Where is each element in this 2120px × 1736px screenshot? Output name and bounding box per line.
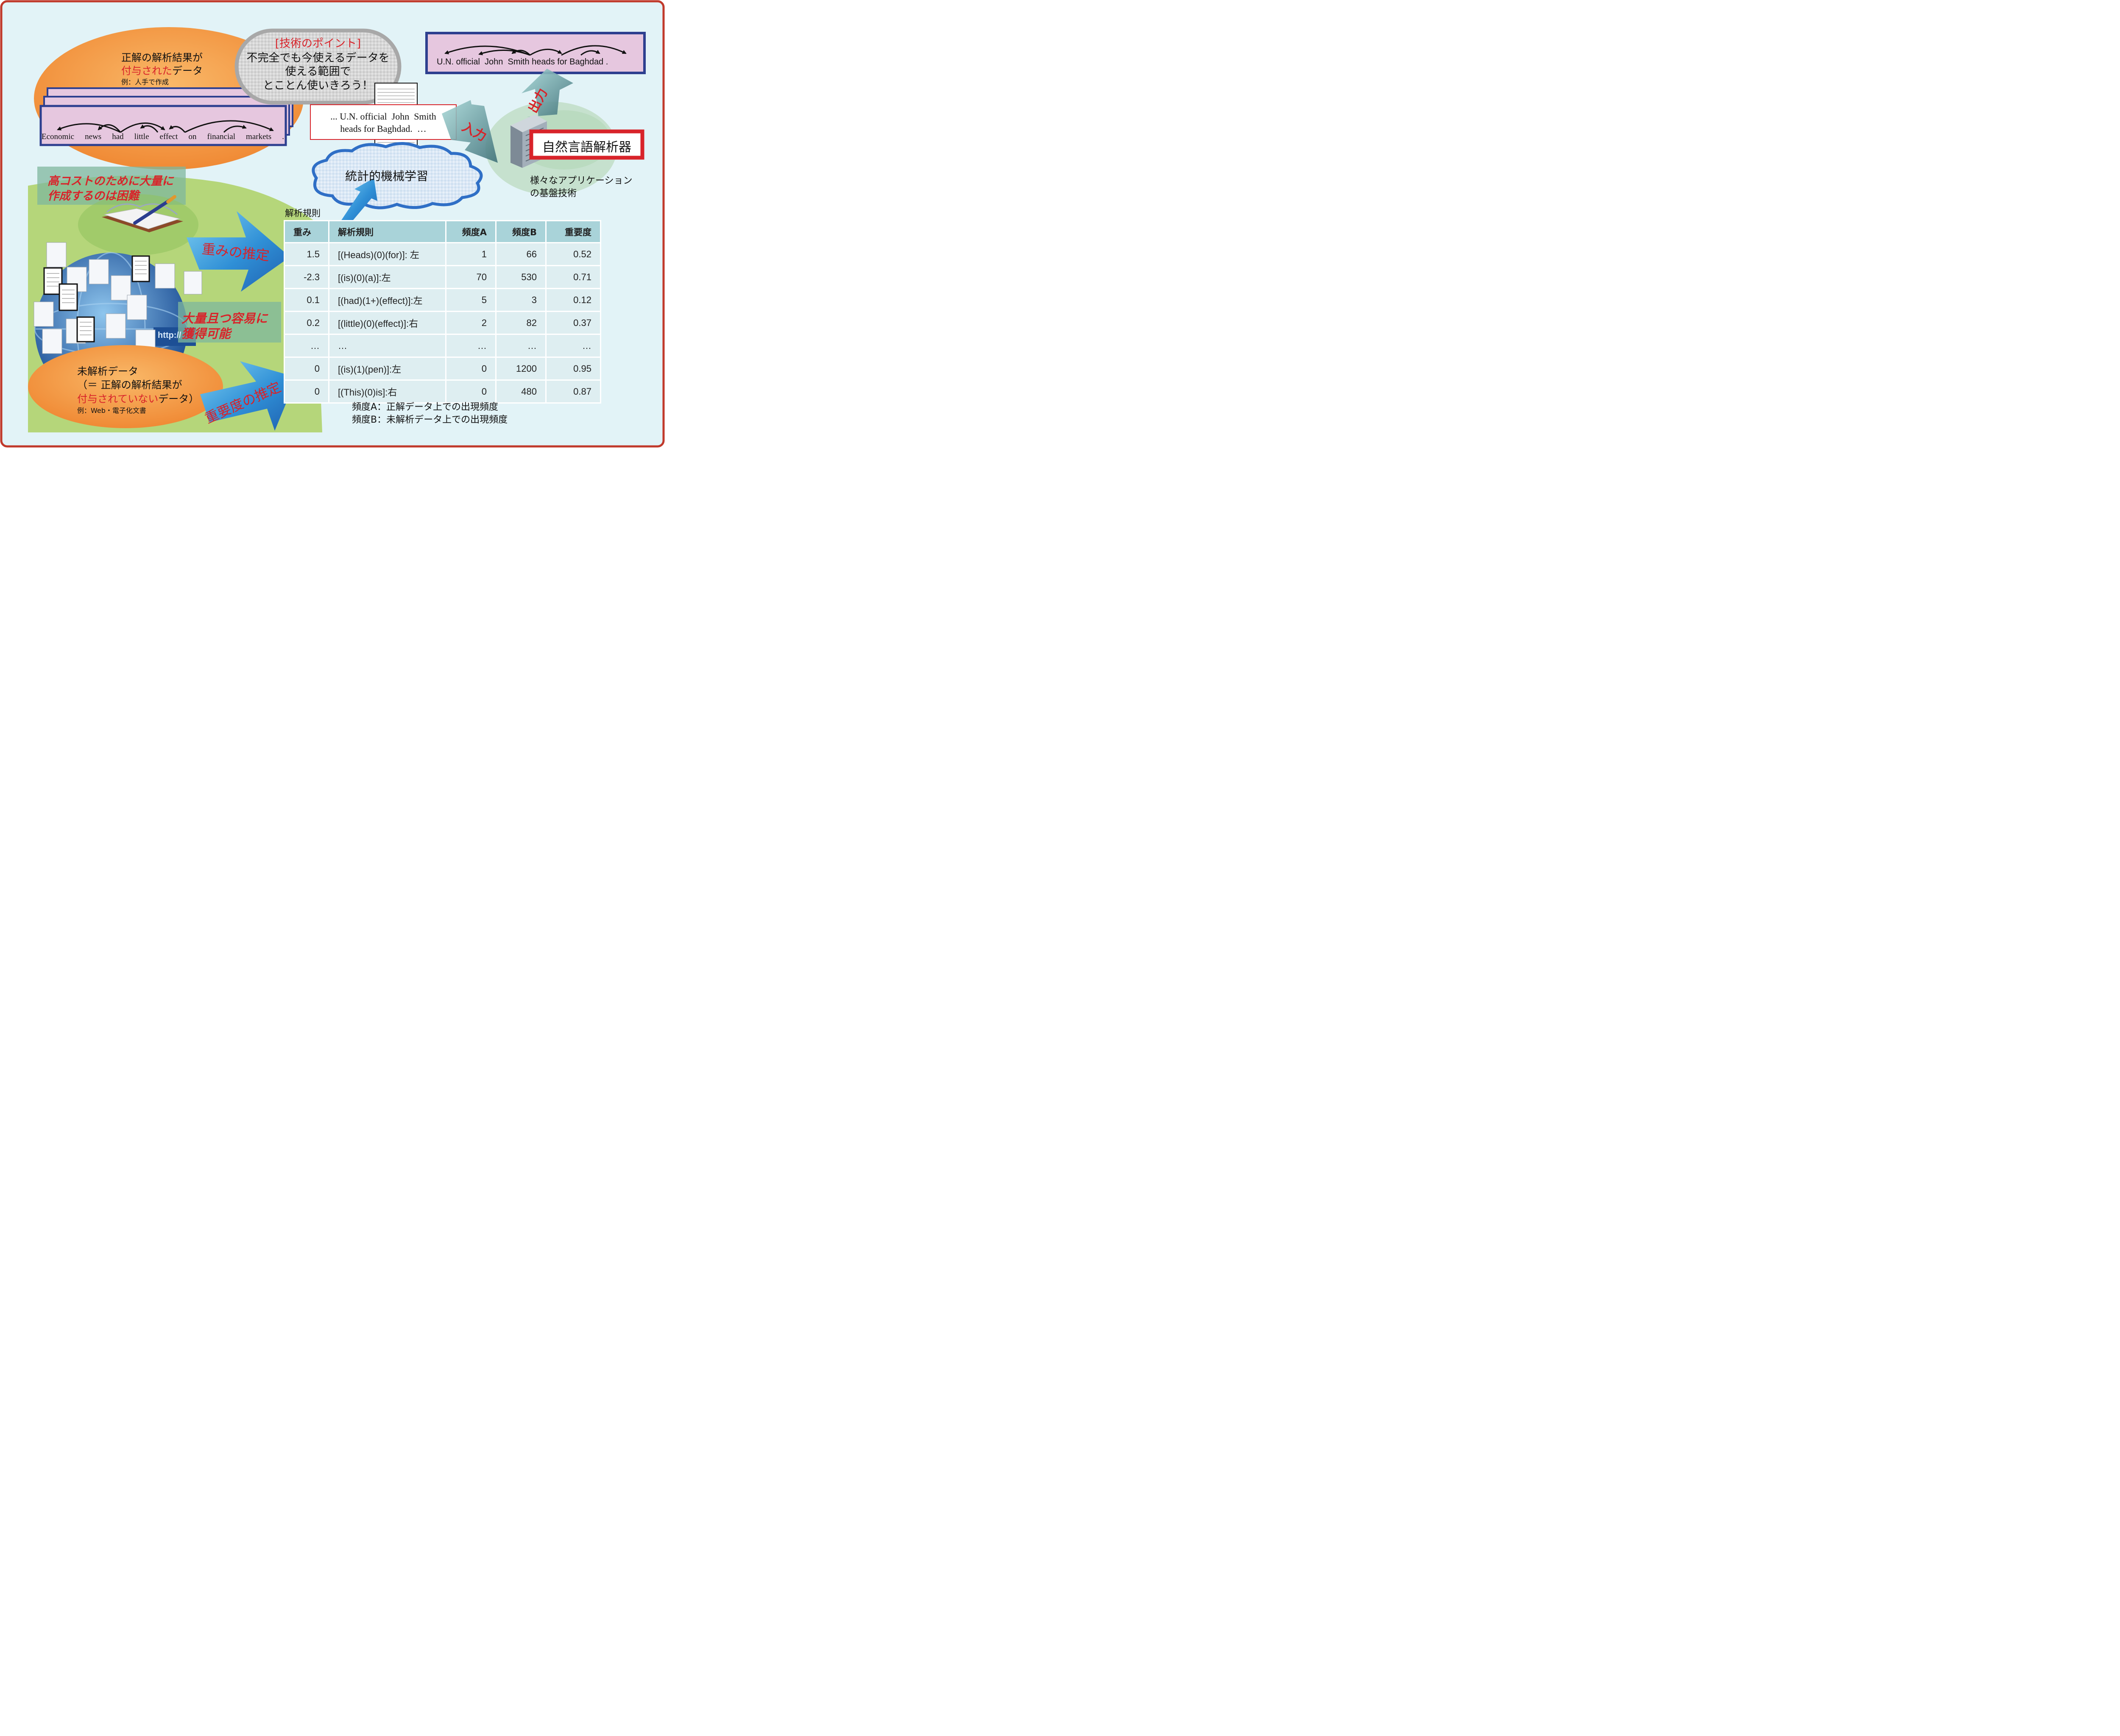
annotated-data-example: 例：人手で作成 [121, 78, 169, 86]
legend-freq-b: 頻度B：未解析データ上での出現頻度 [352, 415, 508, 425]
cell-weight: 0 [284, 379, 329, 404]
annotated-data-word: データ [172, 65, 203, 77]
web-globe-label: http:// [158, 331, 181, 340]
cell-importance: 0.71 [545, 265, 601, 289]
sentence-word: Economic [42, 132, 75, 141]
annotated-data-line1: 正解の解析結果が [121, 52, 203, 64]
cell-freq-a: … [445, 334, 497, 358]
parser-caption-line1: 様々なアプリケーション [530, 176, 633, 186]
cell-freq-a: 0 [445, 357, 497, 381]
technique-point-line3: とことん使いきろう！ [262, 79, 373, 92]
annotated-data-line2: 付与されたデータ [121, 62, 203, 77]
table-row: 1.5 [(Heads)(0)(for)]: 左 1 66 0.52 [284, 242, 601, 266]
unannotated-data-line3: 付与されていないデータ） [77, 390, 199, 405]
easy-note-line2: 獲得可能 [181, 326, 231, 341]
table-row: … … … … … [284, 334, 601, 358]
cell-importance: … [545, 334, 601, 358]
cell-freq-b: 1200 [495, 357, 547, 381]
cell-freq-b: 3 [495, 288, 547, 312]
column-header-freq-a: 頻度A [445, 220, 497, 243]
cell-freq-b: … [495, 334, 547, 358]
sentence-word: little [134, 132, 149, 141]
cell-importance: 0.37 [545, 311, 601, 335]
rules-table-header-row: 重み 解析規則 頻度A 頻度B 重要度 [284, 220, 601, 243]
sentence-word: news [85, 132, 102, 141]
parser-caption-line2: の基盤技術 [530, 188, 577, 199]
cell-rule: [(had)(1+)(effect)]:左 [328, 288, 446, 312]
sentence-word: financial [207, 132, 235, 141]
cell-freq-b: 82 [495, 311, 547, 335]
rules-table-caption: 解析規則 [285, 208, 321, 218]
cell-freq-b: 480 [495, 379, 547, 404]
table-row: 0.1 [(had)(1+)(effect)]:左 5 3 0.12 [284, 288, 601, 312]
cell-importance: 0.12 [545, 288, 601, 312]
column-header-weight: 重み [284, 220, 329, 243]
column-header-importance: 重要度 [545, 220, 601, 243]
cell-freq-a: 0 [445, 379, 497, 404]
annotated-sentence: Economic news had little effect on finan… [42, 132, 284, 142]
sentence-word: had [112, 132, 124, 141]
table-row: 0 [(This)(0)is]:右 0 480 0.87 [284, 379, 601, 404]
cell-importance: 0.87 [545, 379, 601, 404]
cell-importance: 0.52 [545, 242, 601, 266]
cell-freq-a: 1 [445, 242, 497, 266]
annotated-data-highlight: 付与された [121, 65, 172, 77]
easy-note-line1: 大量且つ容易に [181, 311, 268, 326]
technique-point-line1: 不完全でも今使えるデータを [246, 52, 390, 64]
parser-label: 自然言語解析器 [542, 140, 631, 155]
technique-point-heading: [技術のポイント] [275, 37, 361, 50]
table-row: -2.3 [(is)(0)(a)]:左 70 530 0.71 [284, 265, 601, 289]
unannotated-data-line1: 未解析データ [77, 365, 138, 377]
input-excerpt-line2: heads for Baghdad. … [340, 123, 427, 134]
sentence-word: markets [246, 132, 272, 141]
technique-point-line2: 使える範囲で [285, 65, 351, 78]
cell-rule: [(is)(1)(pen)]:左 [328, 357, 446, 381]
column-header-rule: 解析規則 [328, 220, 446, 243]
rules-table: 重み 解析規則 頻度A 頻度B 重要度 1.5 [(Heads)(0)(for)… [284, 220, 601, 404]
cell-freq-b: 66 [495, 242, 547, 266]
sentence-word: effect [159, 132, 178, 141]
cell-weight: … [284, 334, 329, 358]
cell-rule: … [328, 334, 446, 358]
diagram-stage: [技術のポイント] 不完全でも今使えるデータを 使える範囲で とことん使いきろう… [0, 0, 665, 448]
input-excerpt-line1: ... U.N. official John Smith [330, 111, 436, 122]
cloud-label: 統計的機械学習 [345, 169, 429, 183]
cell-freq-b: 530 [495, 265, 547, 289]
cost-note-line2: 作成するのは困難 [47, 189, 139, 203]
column-header-freq-b: 頻度B [495, 220, 547, 243]
cell-weight: 0 [284, 357, 329, 381]
cell-freq-a: 5 [445, 288, 497, 312]
cell-weight: 0.2 [284, 311, 329, 335]
cell-importance: 0.95 [545, 357, 601, 381]
unannotated-data-highlight: 付与されていない [77, 393, 159, 405]
cell-weight: 1.5 [284, 242, 329, 266]
cell-weight: 0.1 [284, 288, 329, 312]
sentence-word: . [282, 132, 284, 141]
cell-rule: [(Heads)(0)(for)]: 左 [328, 242, 446, 266]
legend-freq-a: 頻度A：正解データ上での出現頻度 [352, 402, 499, 412]
cell-freq-a: 70 [445, 265, 497, 289]
unannotated-data-line2: （＝ 正解の解析結果が [77, 379, 182, 391]
unannotated-data-word: データ） [158, 393, 199, 405]
table-row: 0.2 [(little)(0)(effect)]:右 2 82 0.37 [284, 311, 601, 335]
output-sentence: U.N. official John Smith heads for Baghd… [437, 57, 608, 67]
cell-freq-a: 2 [445, 311, 497, 335]
cell-weight: -2.3 [284, 265, 329, 289]
cell-rule: [(little)(0)(effect)]:右 [328, 311, 446, 335]
unannotated-data-example: 例：Web・電子化文書 [77, 407, 146, 415]
cost-note-line1: 高コストのために大量に [47, 175, 173, 188]
table-row: 0 [(is)(1)(pen)]:左 0 1200 0.95 [284, 357, 601, 381]
sentence-word: on [188, 132, 197, 141]
cell-rule: [(This)(0)is]:右 [328, 379, 446, 404]
cell-rule: [(is)(0)(a)]:左 [328, 265, 446, 289]
